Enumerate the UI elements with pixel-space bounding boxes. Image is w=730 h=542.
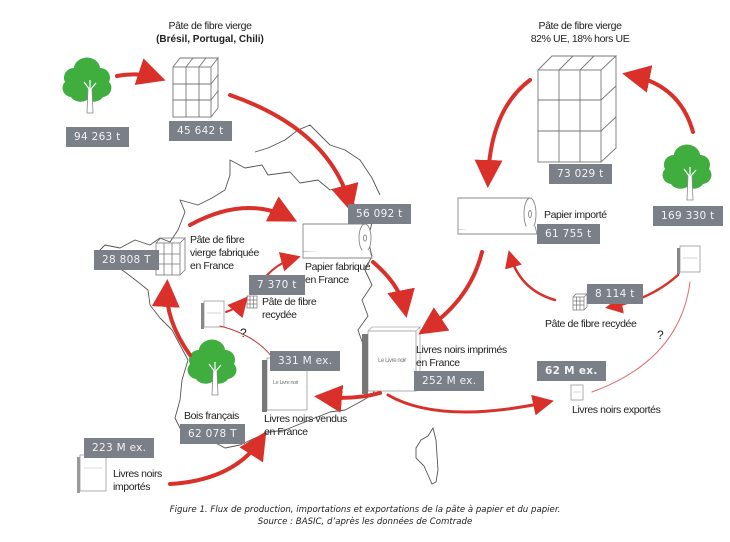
recycled-import-value: 8 114 t <box>587 284 643 304</box>
paper-roll-icon-france <box>302 223 373 259</box>
pulp-import-value: 45 642 t <box>169 121 232 141</box>
books-imported-label: Livres noirs importés <box>113 468 162 494</box>
books-imported-value: 223 M ex. <box>84 438 155 458</box>
pulp-cube-icon-france <box>155 237 186 276</box>
arrow-pulp-france-to-paper-france <box>188 196 298 227</box>
pulp-cube-icon-import <box>172 57 219 118</box>
recycled-import-label: Pâte de fibre recydée <box>545 318 637 330</box>
arrow-exported-to-eu-book-unknown <box>591 281 691 393</box>
books-imported-label-line1: Livres noirs <box>113 468 162 480</box>
books-imported-label-line2: importés <box>113 481 151 493</box>
arrow-pulp-import-to-paper-france <box>228 93 359 213</box>
paper-france-value: 56 092 t <box>348 204 411 224</box>
tree-eu-value: 169 330 t <box>653 206 723 226</box>
books-exported-label: Livres noirs exportés <box>572 404 661 416</box>
recycled-france-label-line1: Pâte de fibre <box>262 296 317 308</box>
tree-icon-french-wood <box>186 339 238 396</box>
pulp-import-label-line1: Pâte de fibre vierge <box>168 20 252 32</box>
book-icon-printed <box>362 326 421 394</box>
unknown-flow-mark-eu: ? <box>657 328 664 342</box>
pulp-eu-label-line1: Pâte de fibre vierge <box>538 20 622 32</box>
arrow-pulp-eu-to-paper-import <box>474 78 532 188</box>
corsica-outline <box>415 426 439 485</box>
books-sold-label-line2: en France <box>264 426 308 438</box>
recycled-france-label-line2: recydée <box>262 309 297 321</box>
arrow-recycled-import-to-paper-import <box>505 250 557 302</box>
pulp-france-label: Pâte de fibre vierge fabriquée en France <box>190 234 259 273</box>
arrow-tree-eu-to-pulp-eu <box>622 65 695 134</box>
tree-import-value: 94 263 t <box>66 127 129 147</box>
book-sold-cover-title: Le Livre noir <box>273 380 299 386</box>
paper-import-value: 61 755 t <box>537 224 600 244</box>
books-printed-value: 252 M ex. <box>414 371 485 391</box>
paper-france-label-line2: en France <box>305 274 349 286</box>
arrow-printed-to-sold <box>314 384 382 413</box>
figure-caption: Figure 1. Flux de production, importatio… <box>169 505 561 515</box>
recycled-france-value: 7 370 t <box>249 275 305 295</box>
books-exported-value: 62 M ex. <box>537 361 606 381</box>
french-wood-value: 62 078 T <box>180 424 245 444</box>
tree-icon-eu <box>661 144 713 201</box>
arrow-eu-book-to-recycled-import <box>605 273 680 314</box>
recycled-france-label: Pâte de fibre recydée <box>262 296 317 322</box>
pulp-eu-label: Pâte de fibre vierge 82% UE, 18% hors UE <box>525 20 635 46</box>
pulp-france-value: 28 808 T <box>94 250 159 270</box>
books-printed-label-line2: en France <box>416 357 460 369</box>
pulp-france-label-line2: vierge fabriquée <box>190 247 259 259</box>
books-printed-label-line1: Livres noirs imprimés <box>416 344 507 356</box>
arrow-book-to-recycled-france <box>225 296 248 319</box>
book-icon-exported <box>570 384 584 401</box>
arrow-wood-to-pulp-france <box>151 279 192 357</box>
tree-icon-import <box>61 57 113 114</box>
figure-source: Source : BASIC, d’après les données de C… <box>257 517 473 527</box>
paper-roll-icon-import <box>457 197 538 235</box>
paper-import-label: Papier importé <box>544 209 607 221</box>
books-sold-label: Livres noirs vendus en France <box>264 413 347 439</box>
arrow-paper-france-to-printed <box>371 260 415 318</box>
pulp-france-label-line3: en France <box>190 260 234 272</box>
arrow-paper-import-to-printed <box>418 250 484 335</box>
books-sold-value: 331 M ex. <box>270 351 341 371</box>
pulp-cube-icon-eu <box>537 55 618 163</box>
arrow-printed-to-exported <box>386 393 554 416</box>
pulp-import-origin: (Brésil, Portugal, Chili) <box>156 34 264 45</box>
paper-france-label-line1: Papier fabriqué <box>305 261 371 273</box>
books-printed-label: Livres noirs imprimés en France <box>416 344 507 370</box>
recycled-pulp-icon-france <box>246 295 258 309</box>
book-icon-recycled-source <box>200 300 225 330</box>
book-icon-eu <box>676 245 701 275</box>
arrow-sold-to-book-unknown <box>219 325 273 358</box>
book-icon-imported <box>77 454 107 493</box>
unknown-flow-mark-france: ? <box>240 326 247 340</box>
books-sold-label-line1: Livres noirs vendus <box>264 413 347 425</box>
pulp-eu-origin: 82% UE, 18% hors UE <box>530 33 630 45</box>
arrow-tree-to-pulp-import <box>115 58 166 85</box>
paper-france-label: Papier fabriqué en France <box>305 261 371 287</box>
pulp-import-label: Pâte de fibre vierge (Brésil, Portugal, … <box>150 20 270 46</box>
pulp-france-label-line1: Pâte de fibre <box>190 234 245 246</box>
french-wood-label: Bois français <box>184 410 239 422</box>
arrow-imported-to-sold <box>168 431 267 486</box>
pulp-eu-value: 73 029 t <box>549 164 612 184</box>
recycled-pulp-icon-import <box>572 293 588 311</box>
book-printed-cover-title: Le Livre noir <box>378 358 406 364</box>
